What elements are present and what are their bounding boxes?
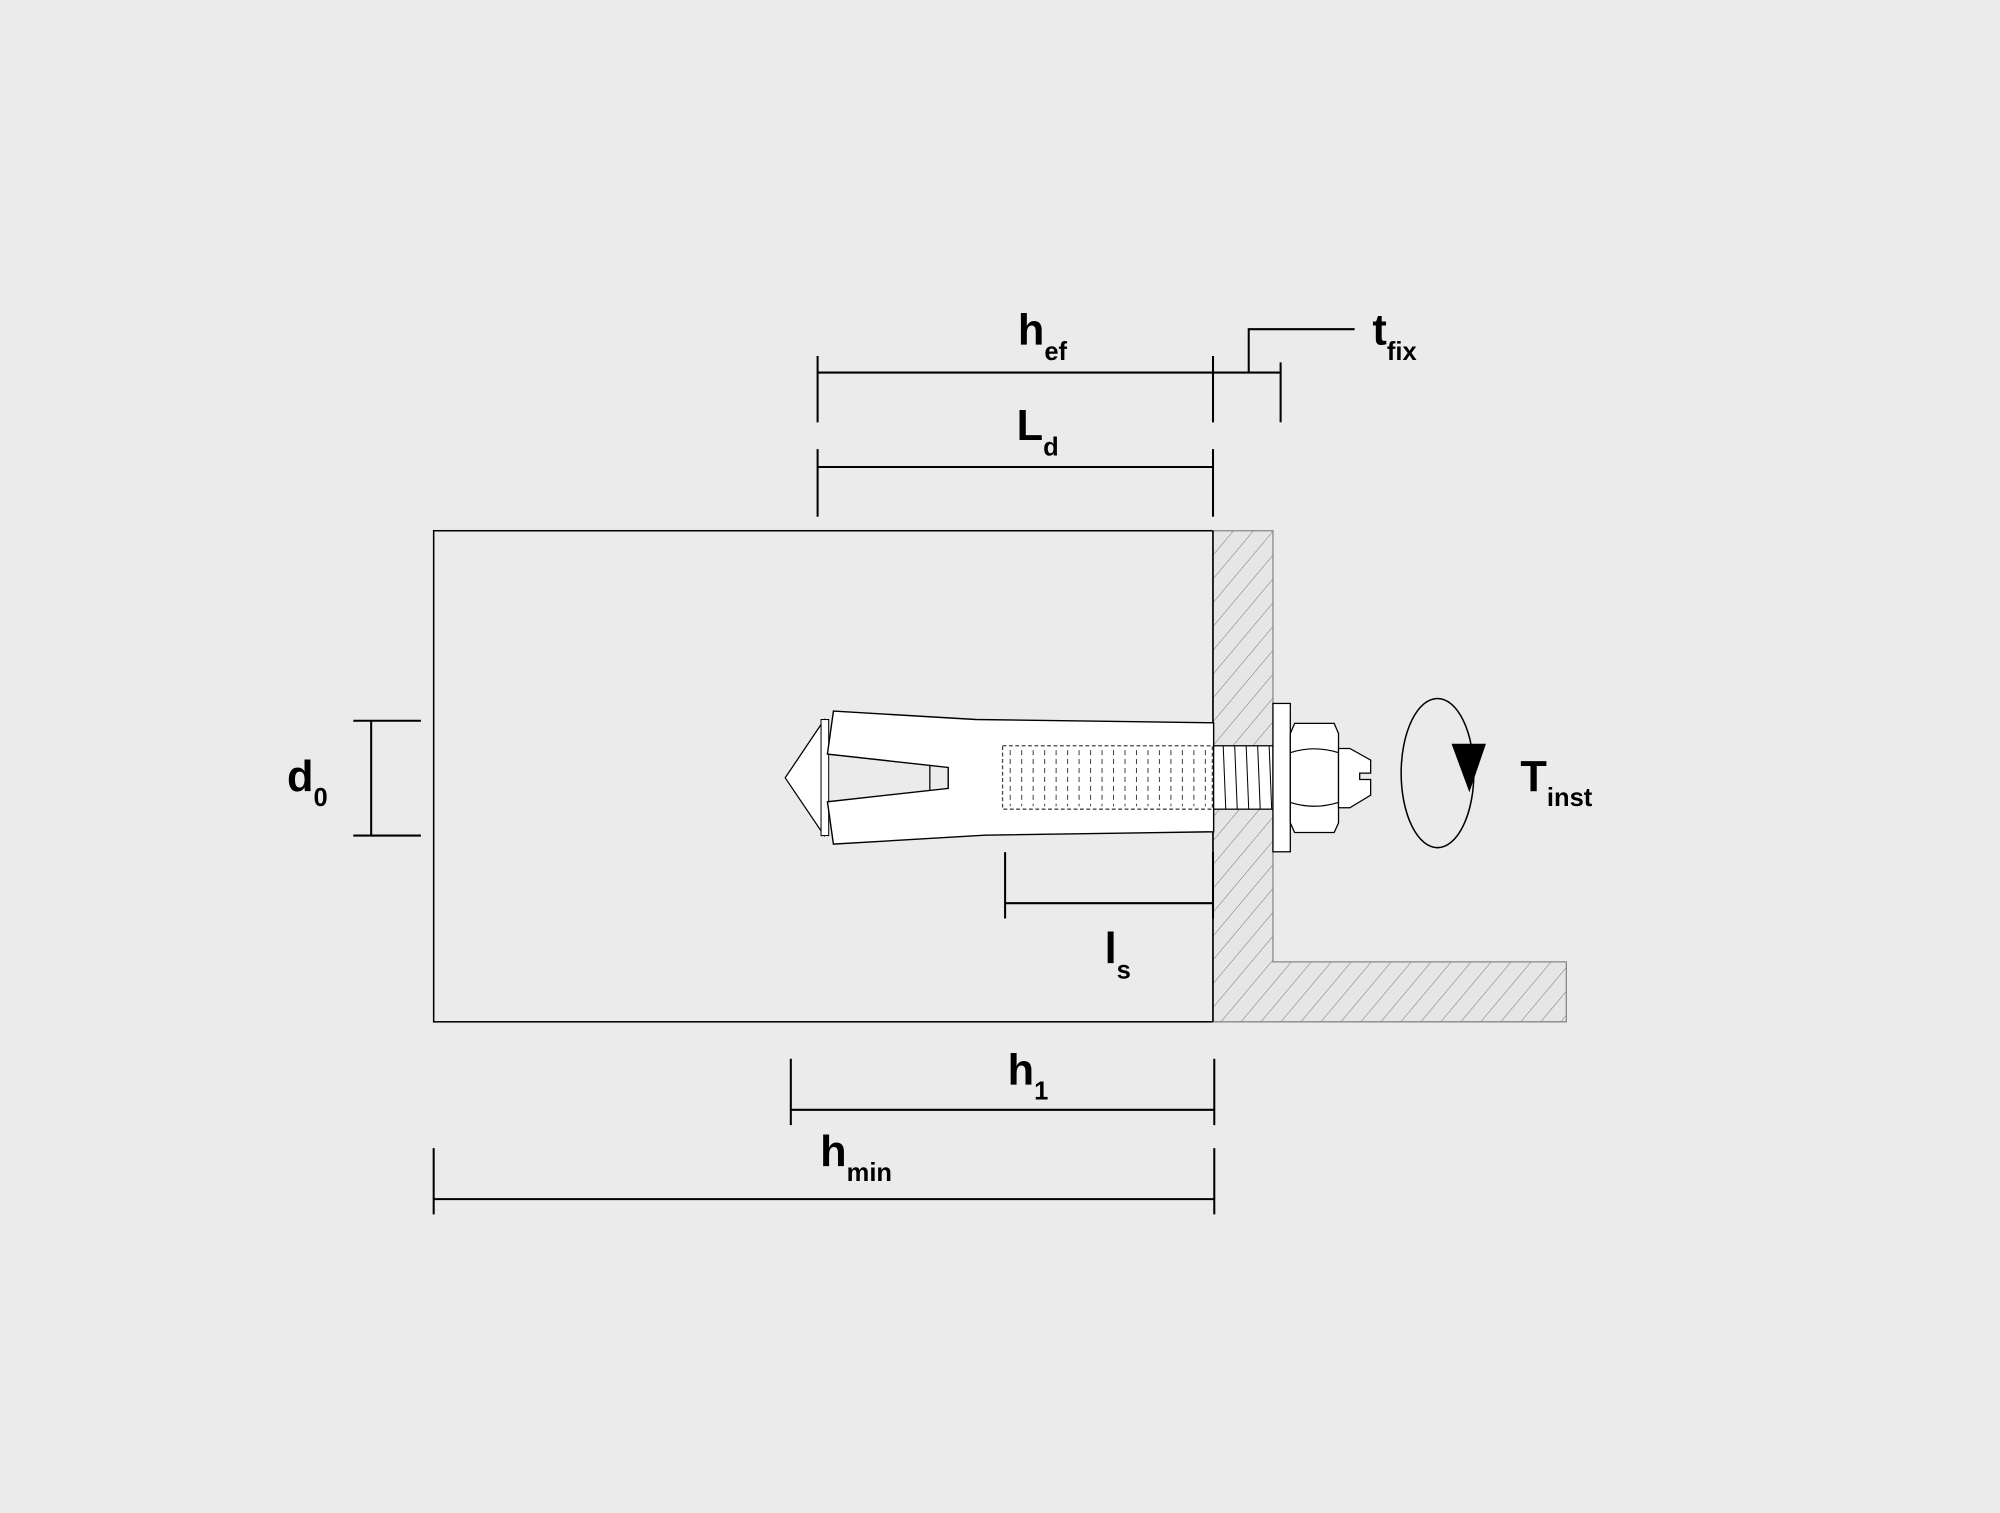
dimension-l-d	[816, 449, 1215, 517]
label-l-d: Ld	[1017, 402, 1059, 461]
threaded-bolt	[1213, 745, 1274, 810]
label-l-s: ls	[1105, 925, 1131, 984]
torque-arrow-icon	[1400, 697, 1486, 849]
label-d-0: d0	[287, 753, 328, 812]
bolt-end	[1337, 747, 1372, 809]
washer	[1272, 702, 1291, 853]
label-t-inst: Tinst	[1520, 753, 1592, 812]
dimension-h-1	[789, 1058, 1216, 1126]
label-t-fix: tfix	[1372, 307, 1416, 366]
hex-nut	[1289, 722, 1340, 834]
dimension-h-ef	[816, 328, 1355, 423]
expansion-anchor	[784, 702, 1372, 853]
label-h-ef: hef	[1018, 307, 1068, 366]
internal-thread	[1001, 745, 1214, 810]
dimension-h-min	[432, 1148, 1216, 1215]
dimension-d-0	[353, 719, 421, 837]
label-h-min: hmin	[820, 1128, 892, 1187]
anchor-sleeve	[826, 710, 1215, 845]
label-h-1: h1	[1008, 1046, 1049, 1105]
dimension-l-s	[1004, 852, 1215, 919]
